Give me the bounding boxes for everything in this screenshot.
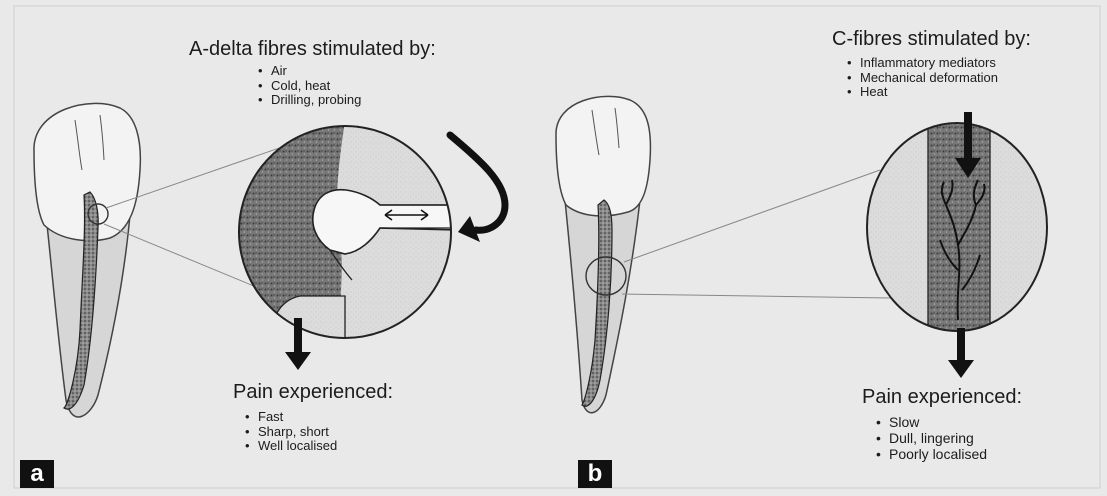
panel-label-a: a [20,460,54,488]
stimulus-arrow-a [450,135,505,230]
panel-a-stimulus-heading: A-delta fibres stimulated by: [189,38,436,61]
tooth-b-crown [556,96,650,216]
list-item: Dull, lingering [864,430,987,446]
panel-a-stimulus-list: Air Cold, heat Drilling, probing [246,64,361,108]
list-item: Drilling, probing [246,93,361,108]
panel-b-stimulus-list: Inflammatory mediators Mechanical deform… [835,56,998,100]
list-item: Heat [835,85,998,100]
zoom-line-b-bottom [622,294,892,298]
panel-a-pain-heading: Pain experienced: [233,381,393,404]
zoom-line-b-top [624,170,880,262]
tooth-a [34,103,140,417]
magnified-view-b [860,120,1060,340]
pain-arrow-b [948,328,974,378]
list-item: Well localised [233,439,337,454]
list-item: Inflammatory mediators [835,56,998,71]
magnified-view-a [230,120,460,350]
panel-b-pain-list: Slow Dull, lingering Poorly localised [864,414,987,462]
list-item: Air [246,64,361,79]
panel-b-stimulus-heading: C-fibres stimulated by: [832,28,1031,51]
list-item: Mechanical deformation [835,71,998,86]
tooth-b [556,96,650,412]
panel-a-pain-list: Fast Sharp, short Well localised [233,410,337,454]
panel-label-b: b [578,460,612,488]
list-item: Cold, heat [246,79,361,94]
list-item: Poorly localised [864,446,987,462]
list-item: Slow [864,414,987,430]
list-item: Fast [233,410,337,425]
panel-b-pain-heading: Pain experienced: [862,386,1022,409]
list-item: Sharp, short [233,425,337,440]
